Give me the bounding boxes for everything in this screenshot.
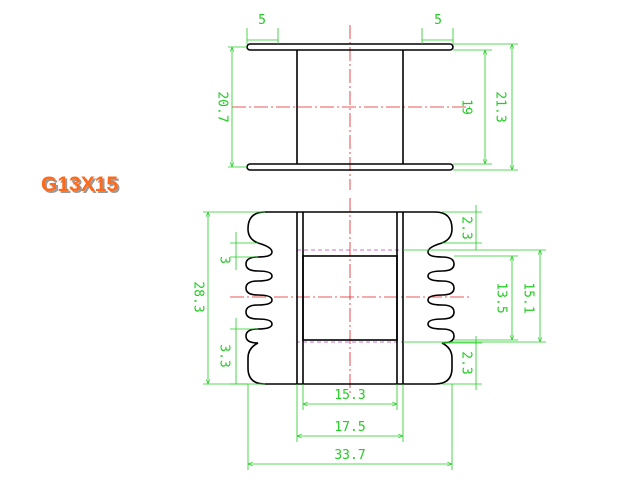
dim-total-width: 33.7 <box>334 448 365 463</box>
dim-height-right: 21.3 <box>493 91 508 122</box>
dim-bottom-right: 2.3 <box>459 351 474 374</box>
dim-core: 19 <box>459 99 474 115</box>
dim-height-left: 20.7 <box>215 91 230 122</box>
front-view: 3 28.3 3.3 2.3 2.3 13.5 15.1 15.3 17.5 3… <box>191 198 546 470</box>
dim-bottom-offset: 3.3 <box>217 344 232 367</box>
dim-window-height: 13.5 <box>494 282 509 313</box>
dim-flange-left: 5 <box>258 13 266 28</box>
dim-inner-width: 15.3 <box>334 388 365 403</box>
front-view-centerlines <box>230 198 470 396</box>
dim-top-right: 2.3 <box>459 216 474 239</box>
dim-height: 28.3 <box>191 281 206 312</box>
dim-outer-window-height: 15.1 <box>521 282 536 313</box>
dim-middle-width: 17.5 <box>334 420 365 435</box>
dim-slot: 3 <box>217 256 232 264</box>
front-view-dimension-lines <box>203 205 546 470</box>
top-view-dimension-lines <box>228 28 518 171</box>
top-view-dimension-texts: 5 5 20.7 19 21.3 <box>215 13 508 123</box>
dim-flange-right: 5 <box>434 13 442 28</box>
front-view-outline <box>245 211 455 385</box>
front-view-dimension-texts: 3 28.3 3.3 2.3 2.3 13.5 15.1 15.3 17.5 3… <box>191 216 536 463</box>
top-view: 5 5 20.7 19 21.3 <box>215 13 518 190</box>
top-view-centerlines <box>232 25 470 190</box>
title-shadow: G13X15 <box>43 175 120 198</box>
part-title: G13X15 <box>41 173 118 196</box>
